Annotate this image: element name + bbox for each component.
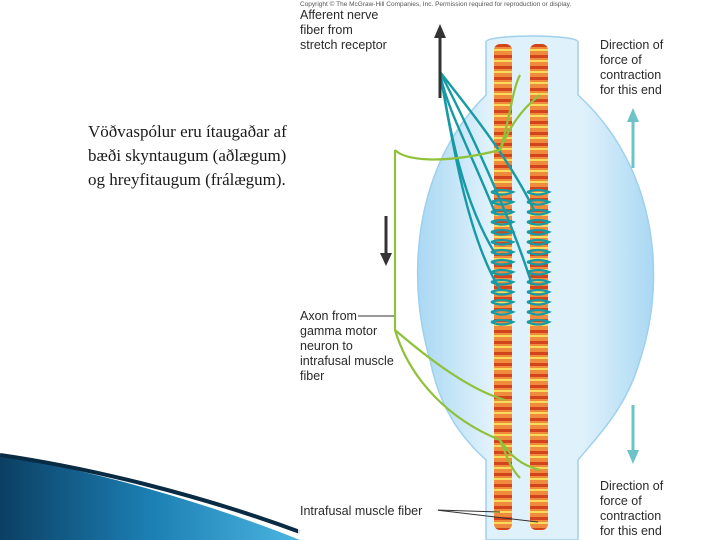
axon-gamma-label: Axon from gamma motor neuron to intrafus… — [300, 309, 397, 383]
direction-label-bottom: Direction of force of contraction for th… — [600, 479, 667, 538]
motor-arrow — [380, 216, 392, 266]
contraction-arrow-top — [627, 108, 639, 168]
direction-label-top: Direction of force of contraction for th… — [600, 38, 667, 97]
copyright-notice: Copyright © The McGraw-Hill Companies, I… — [300, 0, 571, 8]
intrafusal-fiber-label: Intrafusal muscle fiber — [300, 504, 422, 518]
corner-swoosh — [0, 455, 300, 540]
afferent-nerve-label: Afferent nerve fiber from stretch recept… — [300, 8, 387, 52]
contraction-arrow-bottom — [627, 405, 639, 464]
intrafusal-fiber-right — [530, 44, 548, 530]
